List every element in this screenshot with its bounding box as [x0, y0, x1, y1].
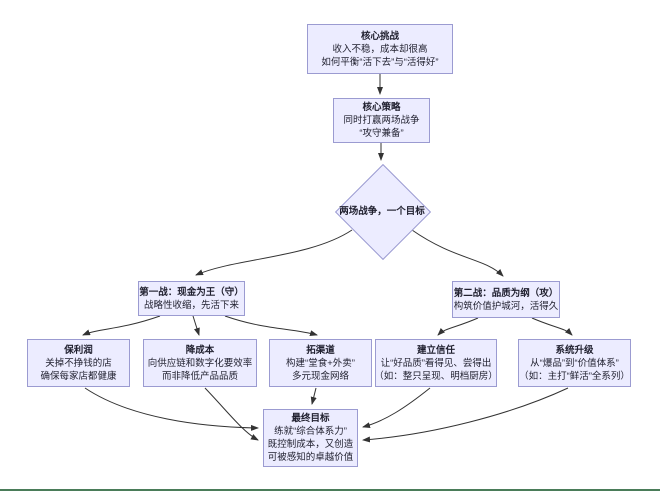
node-final-goal: 最终目标 练就“综合体系力” 既控制成本，又创造 可被感知的卓越价值	[263, 409, 358, 467]
node-line: 如何平衡“活下去”与“活得好”	[321, 56, 439, 68]
node-system-upgrade: 系统升级 从“爆品”到“价值体系” （如：主打“鲜活”全系列）	[518, 339, 631, 387]
node-line: 战略性收缩，先活下来	[143, 299, 239, 311]
node-title: 保利润	[64, 344, 93, 356]
node-title: 系统升级	[555, 344, 594, 356]
node-title: 第一战：现金为王（守）	[139, 286, 244, 298]
node-core-strategy: 核心策略 同时打赢两场战争 “攻守兼备”	[333, 98, 430, 143]
edge-war2-trust	[437, 317, 479, 336]
node-build-trust: 建立信任 让“好品质”看得见、尝得出 （如：整只呈现、明档厨房）	[374, 339, 498, 387]
node-line: 多元现金网络	[291, 370, 349, 382]
node-protect-profit: 保利润 关掉不挣钱的店 确保每家店都健康	[27, 339, 130, 387]
node-line: 关掉不挣钱的店	[45, 357, 112, 369]
node-war2-quality-first: 第二战：品质为纲（攻） 构筑价值护城河，活得久	[452, 281, 560, 318]
node-line: “攻守兼备”	[359, 128, 404, 139]
edge-profit-goal	[84, 387, 259, 431]
node-line: 练就“综合体系力”	[274, 426, 347, 437]
node-expand-channels: 拓渠道 构建“堂食+外卖” 多元现金网络	[269, 339, 372, 387]
node-line: 构筑价值护城河，活得久	[453, 300, 559, 312]
node-line: 收入不稳，成本却很高	[332, 43, 428, 55]
edge-war2-system	[531, 317, 573, 336]
decision-diamond-label: 两场战争，一个目标	[339, 206, 425, 217]
node-line: （如：整只呈现、明档厨房）	[374, 370, 498, 382]
edge-war1-channel	[224, 315, 318, 337]
node-line: 向供应链和数字化要效率	[147, 357, 253, 369]
node-line: 从“爆品”到“价值体系”	[530, 357, 619, 369]
node-title: 最终目标	[291, 413, 330, 424]
node-line: 同时打赢两场战争	[343, 115, 420, 126]
edge-channel-goal	[310, 387, 317, 405]
edge-cost-goal	[204, 387, 259, 441]
node-line: 既控制成本，又创造	[267, 439, 354, 450]
node-title: 降成本	[185, 344, 215, 356]
edge-war1-cost	[192, 315, 200, 336]
edge-decision-war2	[411, 229, 504, 277]
edge-decision-war1	[195, 229, 353, 276]
node-title: 建立信任	[416, 344, 455, 356]
node-line: 构建“堂食+外卖”	[286, 357, 355, 369]
node-title: 第二战：品质为纲（攻）	[453, 287, 559, 299]
node-war1-cash-is-king: 第一战：现金为王（守） 战略性收缩，先活下来	[138, 281, 245, 316]
node-core-challenge: 核心挑战 收入不稳，成本却很高 如何平衡“活下去”与“活得好”	[307, 24, 453, 74]
bottom-accent-bar	[0, 489, 660, 491]
node-reduce-cost: 降成本 向供应链和数字化要效率 而非降低产品品质	[143, 339, 257, 387]
edge-war1-profit	[82, 315, 161, 336]
node-line: 可被感知的卓越价值	[267, 452, 354, 463]
node-line: 而非降低产品品质	[161, 370, 238, 382]
node-title: 核心策略	[362, 102, 401, 113]
edge-trust-goal	[362, 387, 431, 429]
node-title: 拓渠道	[306, 344, 335, 356]
node-line: 让“好品质”看得见、尝得出	[380, 357, 492, 369]
edge-system-goal	[362, 387, 569, 443]
node-title: 核心挑战	[360, 30, 399, 42]
node-line: （如：主打“鲜活”全系列）	[519, 370, 630, 382]
node-line: 确保每家店都健康	[40, 370, 117, 382]
